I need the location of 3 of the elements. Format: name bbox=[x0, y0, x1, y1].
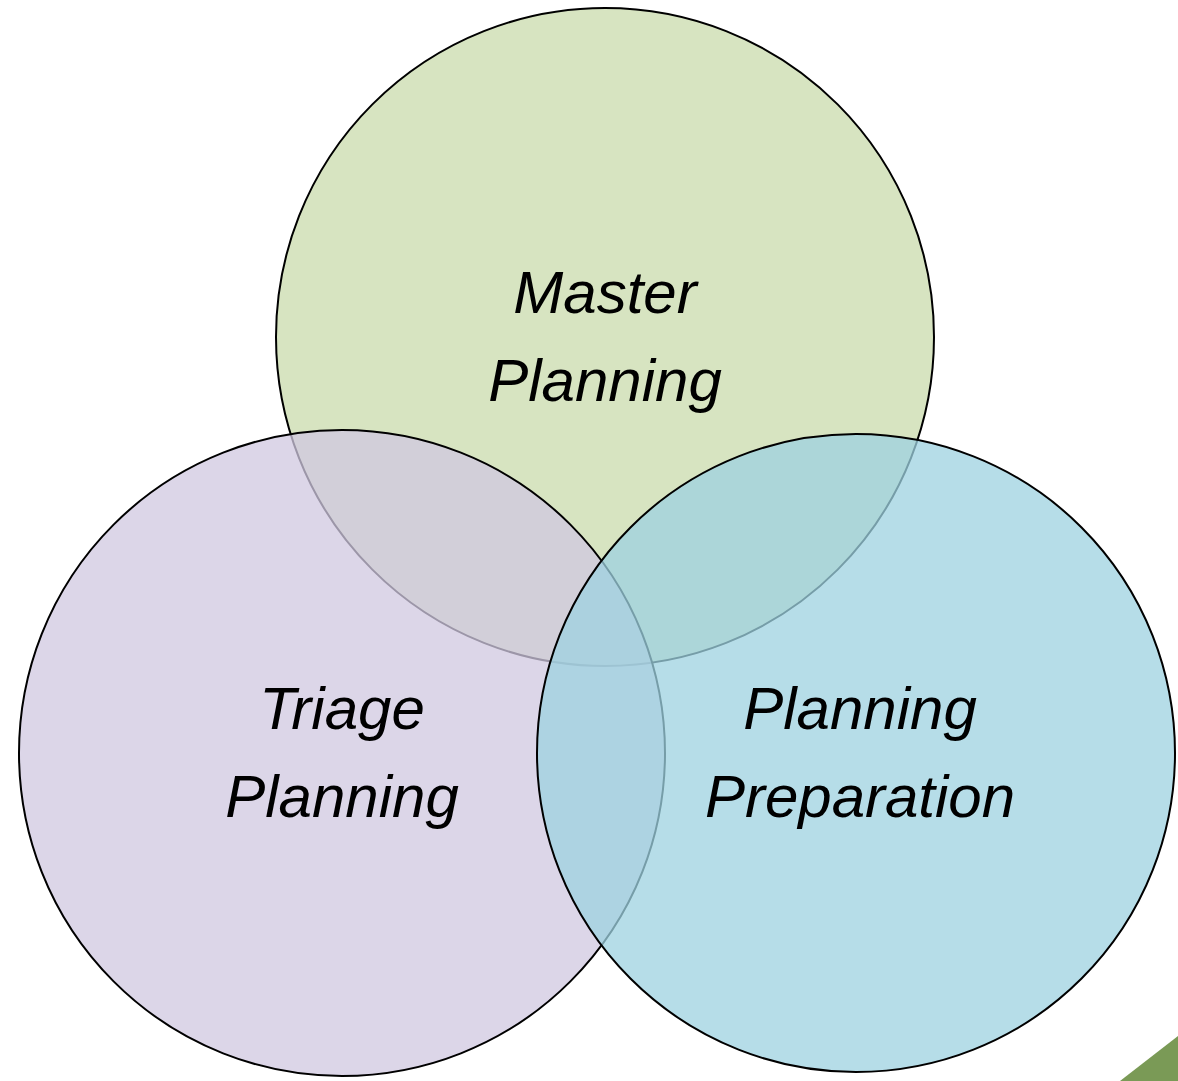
circle-label: Planning Preparation bbox=[704, 674, 1016, 832]
circle-label: Triage Planning bbox=[225, 674, 459, 832]
circle-label: Master Planning bbox=[488, 258, 722, 416]
